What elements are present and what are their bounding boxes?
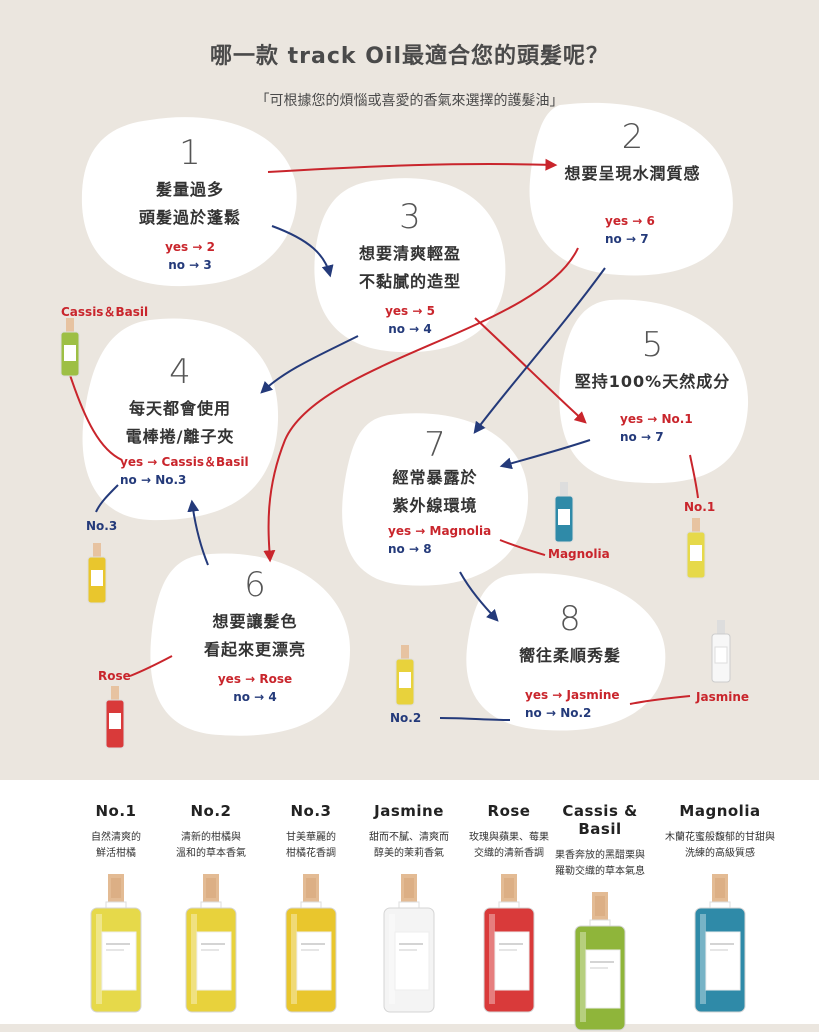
product-name: No.3 bbox=[290, 802, 332, 820]
node-question: 髮量過多頭髮過於蓬鬆 bbox=[138, 180, 241, 227]
bottle-icon-rose bbox=[105, 686, 125, 749]
product-description: 玫瑰與蘋果、莓果交織的清新香調 bbox=[469, 832, 549, 859]
yes-path: yes → Rose bbox=[217, 672, 293, 686]
question-node-3: 3 想要清爽輕盈不黏膩的造型 yes → 5 no → 4 bbox=[330, 200, 490, 338]
node-number: 4 bbox=[169, 352, 191, 392]
blob-1 bbox=[81, 117, 297, 287]
no-path: no → 3 bbox=[168, 258, 212, 272]
label-cassis: Cassis＆Basil bbox=[61, 305, 149, 319]
product-description: 木蘭花蜜般馥郁的甘甜與洗練的高級質感 bbox=[665, 832, 775, 859]
product-bottle-icon bbox=[694, 874, 746, 1013]
yes-path: yes → 2 bbox=[165, 240, 215, 254]
no-path: no → 8 bbox=[388, 542, 432, 556]
blob-6 bbox=[150, 553, 350, 736]
label-no1: No.1 bbox=[684, 500, 716, 514]
label-rose: Rose bbox=[98, 669, 131, 683]
yes-path: yes → 6 bbox=[605, 214, 655, 228]
question-node-7: 7 經常暴露於紫外線環境 yes → Magnolia no → 8 bbox=[360, 428, 510, 558]
bottle-icon-no2 bbox=[395, 645, 415, 706]
product-card: Rose 玫瑰與蘋果、莓果交織的清新香調 bbox=[453, 802, 565, 1014]
label-magnolia: Magnolia bbox=[548, 547, 610, 561]
label-jasmine: Jasmine bbox=[696, 690, 750, 704]
yes-path: yes → Jasmine bbox=[525, 688, 620, 702]
node-number: 3 bbox=[399, 197, 421, 237]
node-question: 想要讓髮色看起來更漂亮 bbox=[203, 612, 306, 659]
node-number: 5 bbox=[641, 325, 664, 365]
product-description: 甜而不膩、清爽而醇美的茉莉香氣 bbox=[369, 832, 449, 859]
label-no2: No.2 bbox=[390, 711, 422, 725]
no-path: no → 4 bbox=[233, 690, 277, 704]
blob-8 bbox=[466, 573, 666, 731]
product-card: Jasmine 甜而不膩、清爽而醇美的茉莉香氣 bbox=[353, 802, 465, 1014]
product-name: No.2 bbox=[190, 802, 232, 820]
product-card: No.2 清新的柑橘與溫和的草本香氣 bbox=[155, 802, 267, 1014]
question-node-5: 5 堅持100%天然成分 yes → No.1 no → 7 bbox=[565, 328, 740, 446]
blob-7 bbox=[342, 413, 529, 586]
question-node-1: 1 髮量過多頭髮過於蓬鬆 yes → 2 no → 3 bbox=[110, 136, 270, 274]
node-question: 想要呈現水潤質感 bbox=[564, 164, 701, 183]
product-description: 甘美華麗的柑橘花香調 bbox=[286, 832, 336, 859]
product-name: Cassis & Basil bbox=[562, 802, 638, 838]
yes-path: yes → Magnolia bbox=[388, 524, 492, 538]
blob-2 bbox=[529, 102, 733, 276]
node-question: 每天都會使用電棒捲/離子夾 bbox=[125, 399, 235, 446]
product-card: Cassis & Basil 果香奔放的黑醋栗與羅勒交織的草本氣息 bbox=[540, 802, 660, 1032]
product-bottle-icon bbox=[90, 874, 142, 1013]
product-bottle-icon bbox=[383, 874, 435, 1013]
node-question: 經常暴露於紫外線環境 bbox=[392, 468, 478, 515]
product-card: No.1 自然清爽的鮮活柑橘 bbox=[60, 802, 172, 1014]
yes-path: yes → No.1 bbox=[620, 412, 693, 426]
node-number: 2 bbox=[621, 117, 644, 157]
bottle-icon-jasmine bbox=[711, 620, 731, 683]
product-name: Magnolia bbox=[679, 802, 761, 820]
node-question: 想要清爽輕盈不黏膩的造型 bbox=[358, 244, 461, 291]
product-name: No.1 bbox=[95, 802, 137, 820]
product-card: Magnolia 木蘭花蜜般馥郁的甘甜與洗練的高級質感 bbox=[660, 802, 780, 1014]
product-bottle-icon bbox=[574, 892, 626, 1031]
bottle-icon-no3 bbox=[87, 543, 107, 604]
product-bottle-icon bbox=[483, 874, 535, 1013]
question-node-6: 6 想要讓髮色看起來更漂亮 yes → Rose no → 4 bbox=[180, 568, 330, 706]
product-description: 果香奔放的黑醋栗與羅勒交織的草本氣息 bbox=[555, 850, 645, 877]
label-no3: No.3 bbox=[86, 519, 118, 533]
no-path: no → No.2 bbox=[525, 706, 592, 720]
no-path: no → 7 bbox=[605, 232, 649, 246]
product-description: 自然清爽的鮮活柑橘 bbox=[91, 832, 141, 859]
bottle-icon-cassis bbox=[60, 318, 80, 377]
question-node-2: 2 想要呈現水潤質感 yes → 6 no → 7 bbox=[545, 120, 720, 248]
yes-path: yes → 5 bbox=[385, 304, 435, 318]
blob-4 bbox=[82, 318, 279, 521]
product-description: 清新的柑橘與溫和的草本香氣 bbox=[176, 832, 246, 859]
node-question: 堅持100%天然成分 bbox=[574, 372, 731, 391]
node-number: 8 bbox=[559, 599, 581, 639]
node-number: 7 bbox=[424, 425, 446, 465]
blob-5 bbox=[559, 299, 749, 484]
no-path: no → 4 bbox=[388, 322, 432, 336]
node-number: 6 bbox=[244, 565, 266, 605]
no-path: no → No.3 bbox=[120, 473, 187, 487]
node-question: 嚮往柔順秀髮 bbox=[518, 646, 621, 665]
product-name: Jasmine bbox=[374, 802, 444, 820]
page-title: 哪一款 track Oil最適合您的頭髮呢？ bbox=[210, 44, 609, 69]
yes-path: yes → Cassis＆Basil bbox=[120, 455, 249, 469]
blob-3 bbox=[314, 178, 506, 353]
question-node-8: 8 嚮往柔順秀髮 yes → Jasmine no → No.2 bbox=[490, 602, 650, 722]
bottle-icon-magnolia bbox=[554, 482, 574, 543]
node-number: 1 bbox=[179, 133, 201, 173]
product-bottle-icon bbox=[285, 874, 337, 1013]
bottle-icon-no1 bbox=[686, 518, 706, 579]
question-node-4: 4 每天都會使用電棒捲/離子夾 yes → Cassis＆Basil no → N… bbox=[100, 355, 260, 489]
product-bottle-icon bbox=[185, 874, 237, 1013]
product-name: Rose bbox=[487, 802, 531, 820]
flowchart-links bbox=[60, 102, 749, 749]
no-path: no → 7 bbox=[620, 430, 664, 444]
page-subtitle: 「可根據您的煩惱或喜愛的香氣來選擇的護髮油」 bbox=[255, 93, 564, 109]
product-card: No.3 甘美華麗的柑橘花香調 bbox=[255, 802, 367, 1014]
